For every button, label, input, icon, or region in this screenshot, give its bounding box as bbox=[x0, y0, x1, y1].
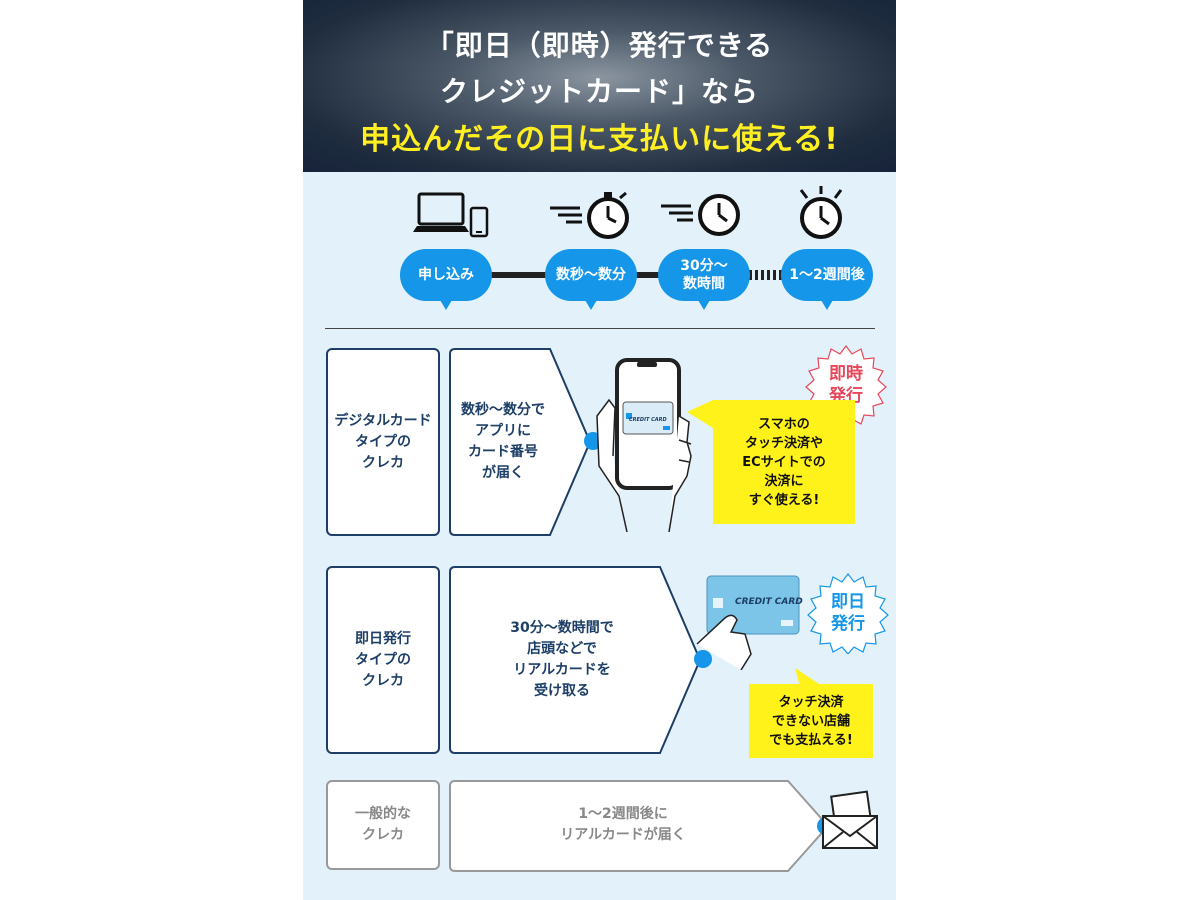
header-line-1: 「即日（即時）発行できる bbox=[425, 29, 774, 62]
header-line-3: 申込んだその日に支払いに使える! bbox=[360, 122, 839, 157]
header-banner: 「即日（即時）発行できる クレジットカード」なら 申込んだその日に支払いに使える… bbox=[303, 0, 896, 172]
row-description-digital: 数秒～数分で アプリに カード番号 が届く bbox=[461, 402, 545, 481]
envelope-icon bbox=[822, 790, 878, 849]
timeline-connector bbox=[481, 272, 555, 278]
timeline-step-weeks: 1～2週間後 bbox=[781, 249, 873, 310]
timeline-step-apply: 申し込み bbox=[400, 249, 492, 310]
arrow-box-digital bbox=[449, 348, 592, 536]
fast-clock-icon bbox=[661, 194, 740, 236]
zigzag-badge-blue bbox=[807, 573, 889, 654]
card-label: CREDIT CARD bbox=[735, 597, 803, 607]
divider bbox=[325, 328, 875, 329]
row-type-label-digital: デジタルカード タイプの クレカ bbox=[326, 348, 440, 536]
laptop-phone-icon bbox=[413, 192, 489, 238]
timeline-dashed-connector bbox=[749, 270, 785, 280]
hand-smartphone-icon bbox=[596, 358, 692, 532]
row-description-regular: 1～2週間後に リアルカードが届く bbox=[560, 806, 686, 843]
callout-same-day: タッチ決済 できない店舗 でも支払える! bbox=[749, 684, 873, 758]
callout-digital: スマホの タッチ決済や ECサイトでの 決済に すぐ使える! bbox=[713, 400, 855, 524]
alarm-clock-icon bbox=[799, 186, 843, 239]
row-type-label-same-day: 即日発行 タイプの クレカ bbox=[326, 566, 440, 754]
row-type-label-regular: 一般的な クレカ bbox=[326, 780, 440, 870]
badge-same-day-issue: 即日 発行 bbox=[831, 592, 865, 634]
header-line-2: クレジットカード」なら bbox=[439, 75, 759, 108]
fast-stopwatch-icon bbox=[550, 191, 629, 239]
arrow-box-same-day bbox=[449, 566, 702, 754]
infographic: 「即日（即時）発行できる クレジットカード」なら 申込んだその日に支払いに使える… bbox=[303, 0, 896, 900]
arrow-box-regular bbox=[449, 780, 830, 872]
callout-tail bbox=[687, 400, 713, 428]
timeline-step-hours: 30分～ 数時間 bbox=[658, 249, 750, 310]
row-description-same-day: 30分～数時間で 店頭などで リアルカードを 受け取る bbox=[510, 620, 614, 699]
timeline-step-seconds: 数秒～数分 bbox=[545, 249, 637, 310]
card-label: CREDIT CARD bbox=[629, 417, 667, 423]
hand-credit-card-icon bbox=[696, 575, 800, 670]
timeline-connector bbox=[635, 272, 665, 278]
connector-dot bbox=[694, 650, 712, 668]
